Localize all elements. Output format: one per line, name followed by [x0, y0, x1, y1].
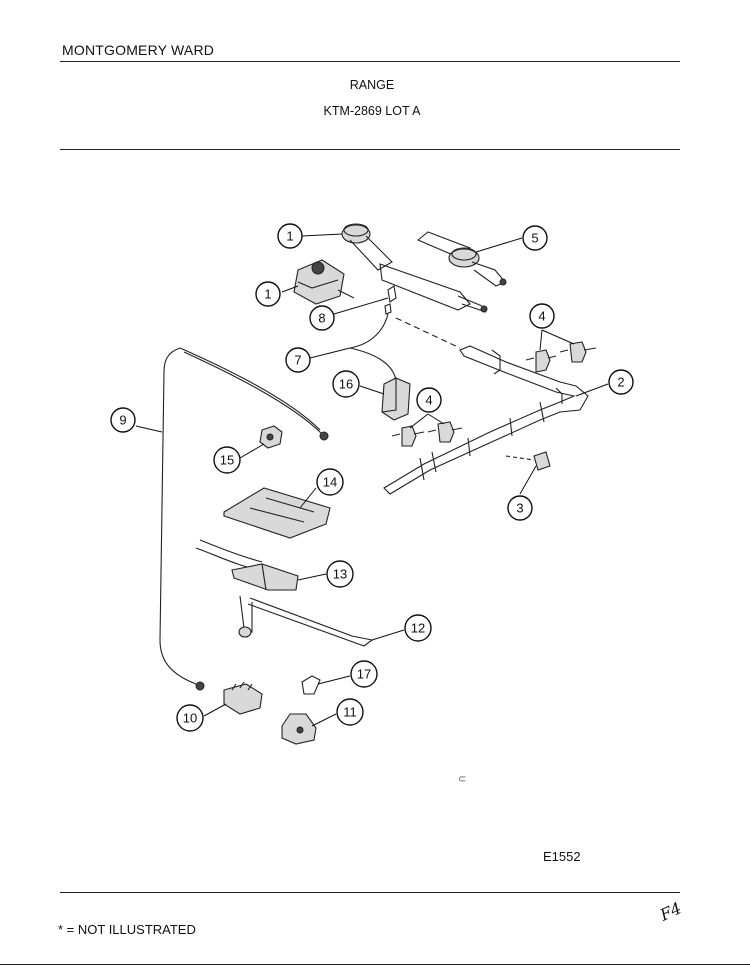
- callout-17: 17: [350, 660, 378, 688]
- part-8-clip: [384, 285, 461, 349]
- part-11-holder: [281, 713, 317, 745]
- svg-text:10: 10: [183, 711, 197, 726]
- part-7-wire: [349, 313, 397, 381]
- svg-text:9: 9: [119, 413, 126, 428]
- callout-8: 8: [309, 305, 335, 331]
- callout-6: 1: [277, 223, 303, 249]
- callout-9: 9: [110, 407, 136, 433]
- part-13-burner: [195, 539, 299, 591]
- callout-2: 2: [608, 369, 634, 395]
- callout-3: 3: [507, 495, 533, 521]
- part-15-nut: [259, 425, 283, 449]
- callout-7: 7: [285, 347, 311, 373]
- callout-4-middle: 4: [416, 387, 442, 413]
- part-3-bracket: [505, 451, 551, 471]
- callout-1: 1: [255, 281, 281, 307]
- svg-text:16: 16: [339, 377, 353, 392]
- header-rule-top: [60, 61, 680, 62]
- footnote: * = NOT ILLUSTRATED: [58, 922, 196, 937]
- callout-16: 16: [332, 370, 360, 398]
- callout-5: 5: [522, 225, 548, 251]
- svg-text:14: 14: [323, 475, 337, 490]
- callout-14: 14: [316, 468, 344, 496]
- svg-text:13: 13: [333, 567, 347, 582]
- part-16-module: [381, 377, 411, 421]
- header-rule-bottom: [60, 149, 680, 150]
- page-title: RANGE: [349, 78, 395, 92]
- figure-code: E1552: [543, 849, 581, 864]
- part-2-manifold: [383, 345, 589, 495]
- callout-12: 12: [404, 614, 432, 642]
- part-4-valves-upper: [525, 341, 597, 373]
- part-9-tube: [159, 347, 329, 691]
- svg-text:4: 4: [538, 309, 545, 324]
- part-12-burner-tube: [238, 595, 374, 647]
- part-14-shield: [223, 487, 331, 539]
- leader-lines: [135, 233, 609, 727]
- svg-text:5: 5: [531, 231, 538, 246]
- svg-text:2: 2: [617, 375, 624, 390]
- svg-text:8: 8: [318, 311, 325, 326]
- callout-15: 15: [213, 446, 241, 474]
- footer-rule: [60, 892, 680, 893]
- svg-text:15: 15: [220, 453, 234, 468]
- callout-4-upper: 4: [529, 303, 555, 329]
- part-17-clip: [301, 675, 321, 695]
- svg-text:12: 12: [411, 621, 425, 636]
- model-number: KTM-2869 LOT A: [323, 104, 421, 118]
- svg-text:3: 3: [516, 501, 523, 516]
- part-10-sensor: [223, 681, 263, 715]
- callout-11: 11: [336, 698, 364, 726]
- part-1-valve: [293, 259, 355, 305]
- svg-text:4: 4: [425, 393, 432, 408]
- callout-13: 13: [326, 560, 354, 588]
- part-4-valves-middle: [391, 421, 463, 447]
- callout-10: 10: [176, 704, 204, 732]
- brand-name: MONTGOMERY WARD: [62, 42, 215, 58]
- svg-text:7: 7: [294, 353, 301, 368]
- svg-text:⊂: ⊂: [458, 774, 466, 785]
- svg-text:1: 1: [264, 287, 271, 302]
- svg-text:11: 11: [343, 705, 357, 720]
- page-bottom-rule: [0, 964, 750, 965]
- svg-text:17: 17: [357, 667, 371, 682]
- svg-text:1: 1: [286, 229, 293, 244]
- part-6-burner: [341, 223, 488, 313]
- part-5-burner: [416, 231, 507, 287]
